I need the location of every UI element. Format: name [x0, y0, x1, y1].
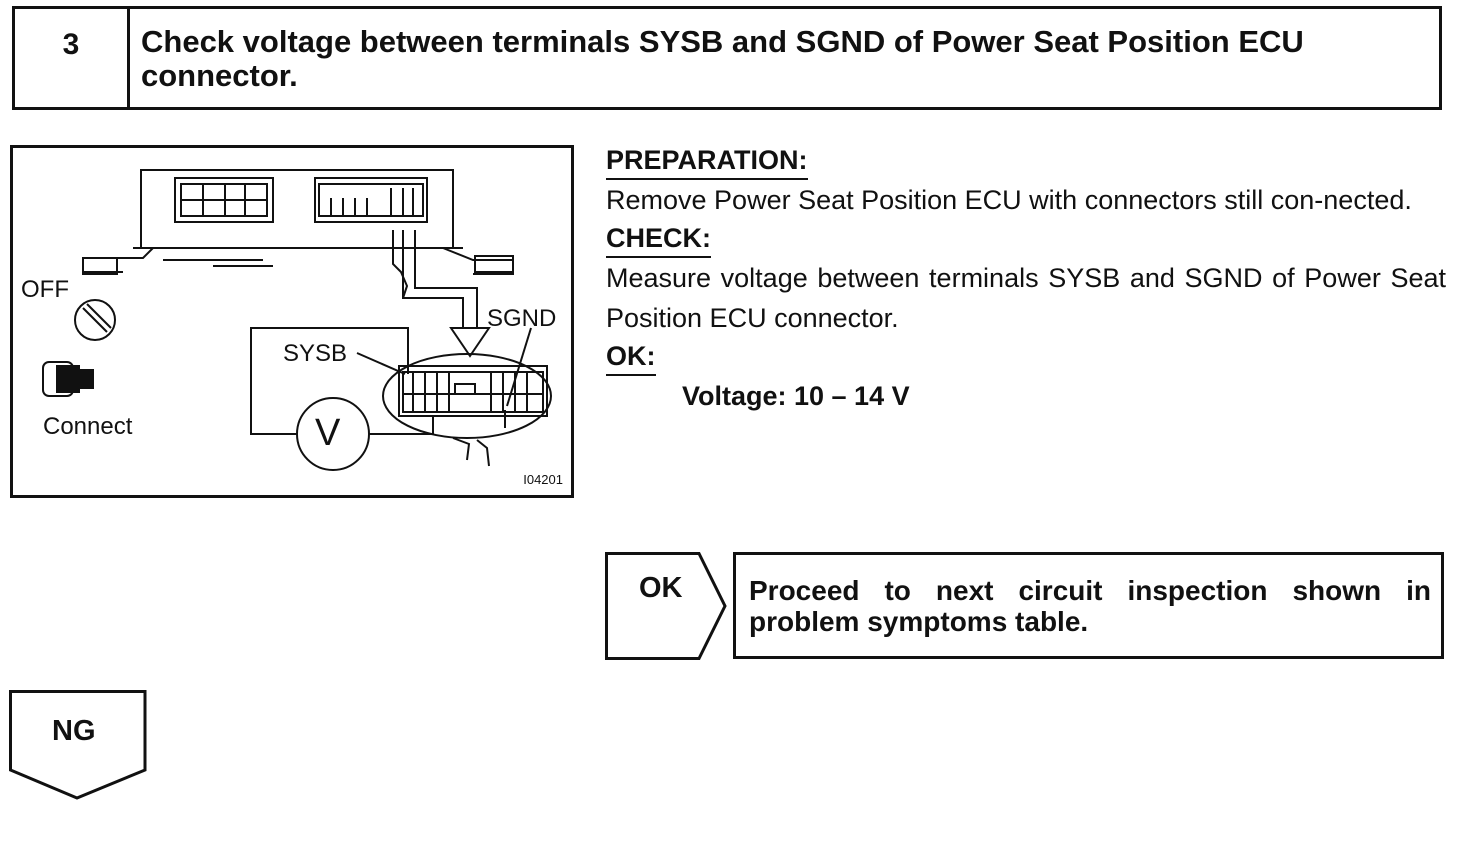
ok-action-box: Proceed to next circuit inspection shown…	[733, 552, 1444, 659]
check-heading: CHECK:	[606, 220, 711, 258]
step-header: 3 Check voltage between terminals SYSB a…	[12, 6, 1442, 110]
preparation-text: Remove Power Seat Position ECU with conn…	[606, 185, 1412, 215]
ok-heading: OK:	[606, 338, 656, 376]
check-text: Measure voltage between terminals SYSB a…	[606, 263, 1446, 333]
voltmeter-circle	[296, 397, 370, 471]
sgnd-label: SGND	[487, 305, 557, 332]
pointer-arrow-stem	[402, 230, 464, 328]
ecu-body	[140, 169, 454, 249]
sysb-lead	[250, 327, 409, 435]
off-label: OFF	[21, 276, 69, 303]
sysb-label: SYSB	[283, 340, 348, 367]
wiring-diagram: OFF Connect SGND SYSB V I04201	[10, 145, 574, 498]
pointer-arrow-head	[449, 327, 491, 358]
ok-flag: OK	[605, 552, 729, 660]
upper-connector-left	[174, 177, 274, 223]
ng-flag: NG	[9, 690, 149, 802]
ok-value: Voltage: 10 – 14 V	[682, 381, 910, 411]
upper-connector-right	[314, 177, 428, 223]
upper-connector-right-inner	[318, 183, 424, 217]
ignition-switch-symbol	[74, 299, 116, 341]
ok-label: OK	[639, 572, 683, 604]
instructions: PREPARATION: Remove Power Seat Position …	[606, 142, 1446, 416]
voltmeter-label: V	[315, 412, 341, 454]
lower-connector	[398, 365, 548, 417]
step-number: 3	[15, 9, 130, 107]
step-title: Check voltage between terminals SYSB and…	[141, 24, 1304, 93]
figure-id: I04201	[523, 472, 563, 487]
ok-flag-shape	[605, 552, 727, 660]
ng-label: NG	[52, 715, 96, 747]
ng-flag-shape	[9, 690, 147, 800]
connector-callout	[382, 353, 552, 439]
diagram-drawing	[42, 169, 552, 471]
ok-action-text: Proceed to next circuit inspection shown…	[749, 575, 1431, 637]
connect-label: Connect	[43, 413, 133, 440]
preparation-heading: PREPARATION:	[606, 142, 808, 180]
